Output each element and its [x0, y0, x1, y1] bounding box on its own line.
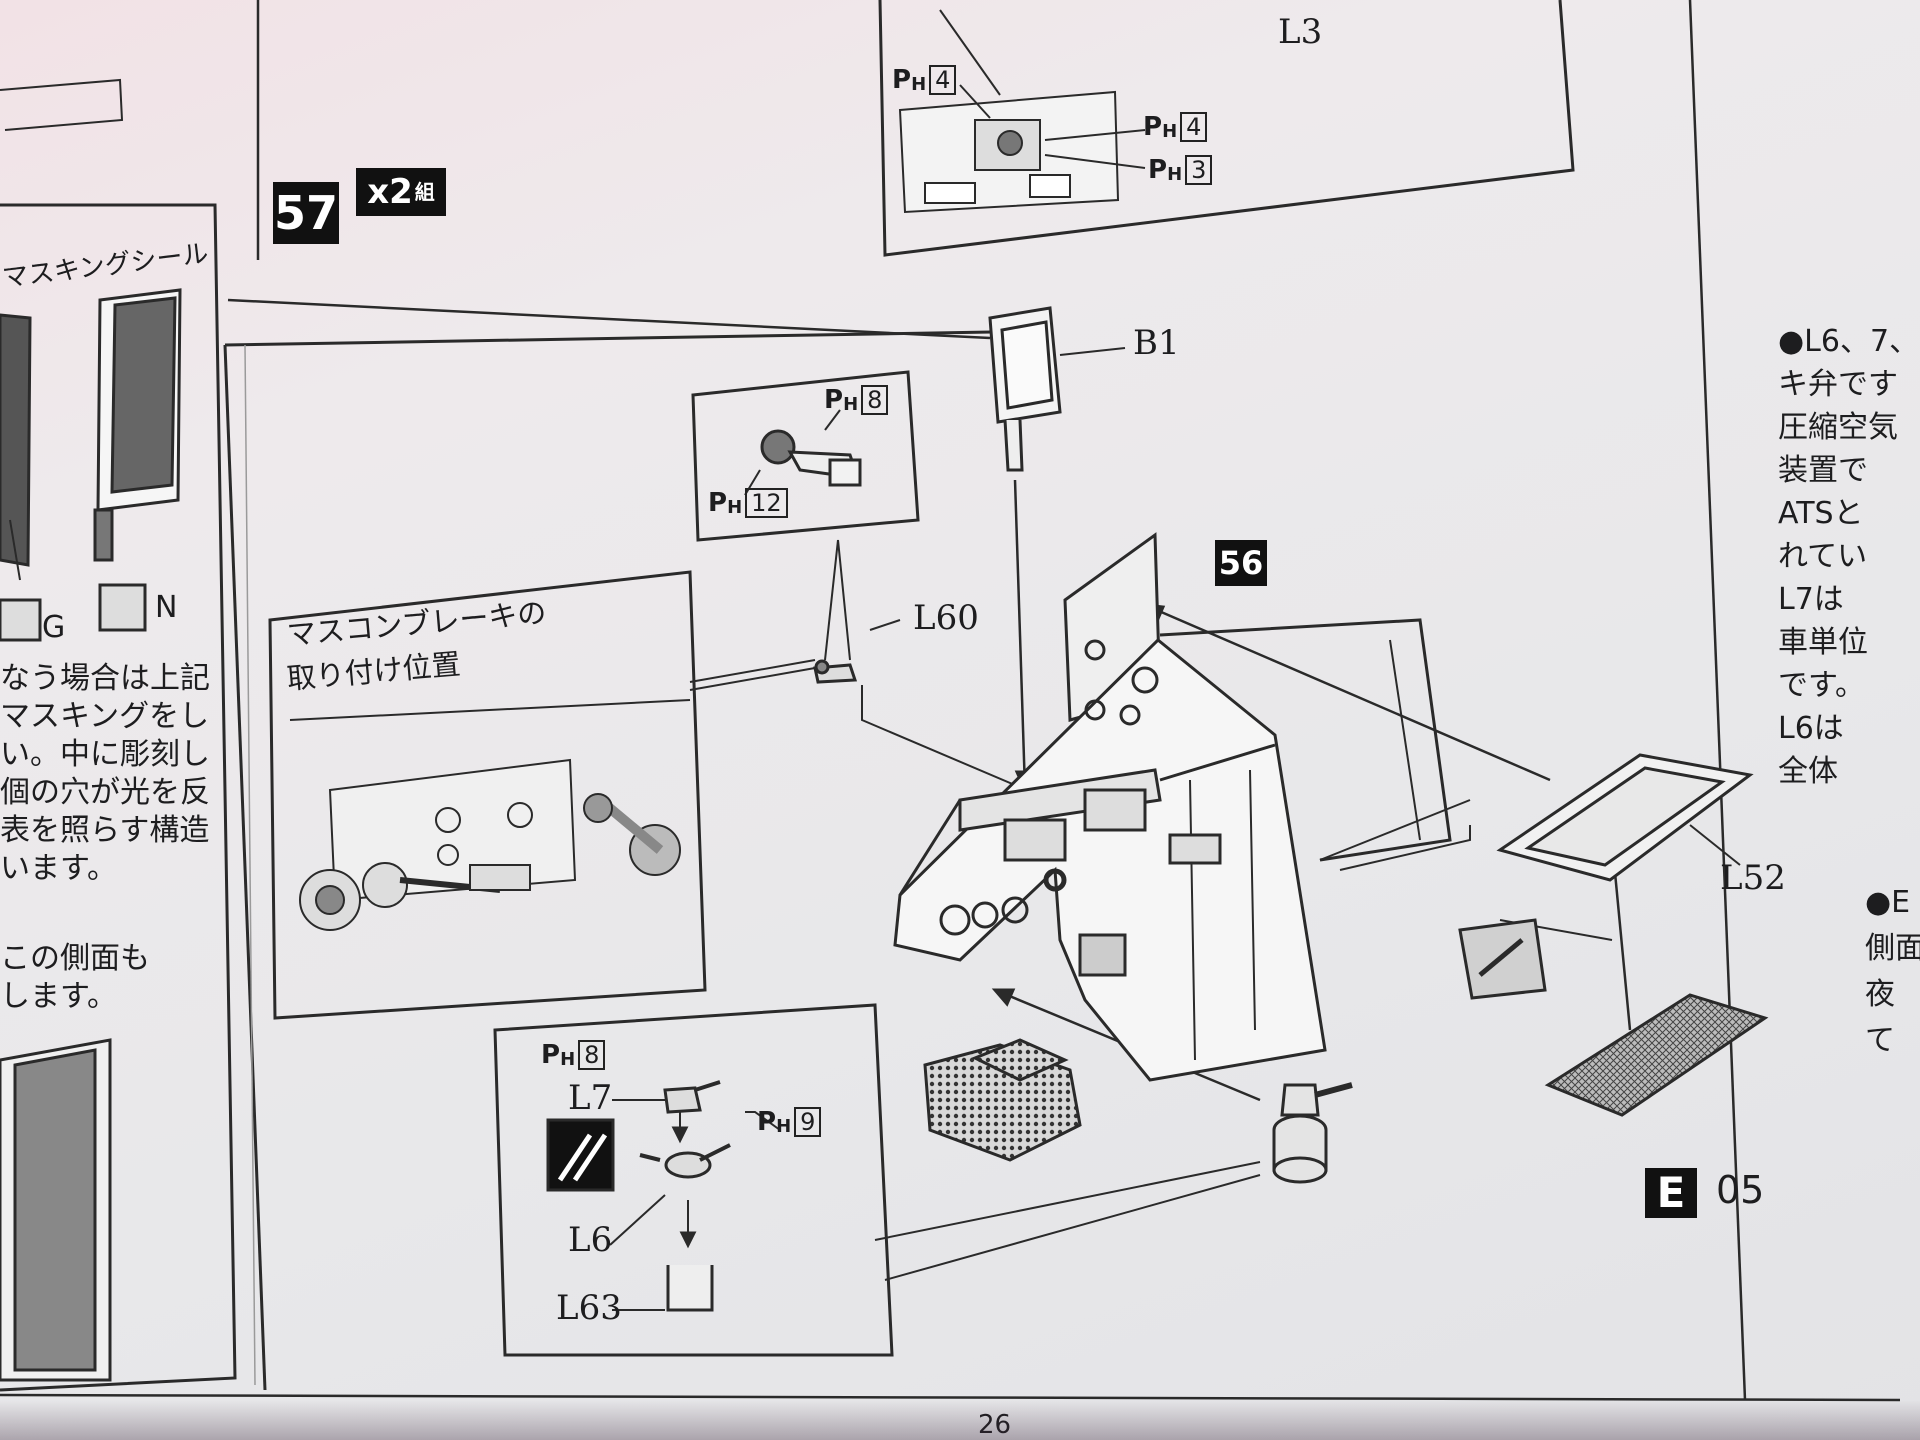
part-label-l52: L52 — [1720, 858, 1786, 898]
right-text-line: ●L6、7、 — [1778, 324, 1920, 359]
right-column-text: ●L6、7、 キ弁です 圧縮空気 装置で ATSと れてい L7は 車単位 です… — [1778, 320, 1919, 793]
step-multiplier-badge: x2 組 — [356, 168, 446, 216]
right-text-line: 全体 — [1778, 754, 1838, 789]
footer-number: 05 — [1716, 1168, 1765, 1212]
right-text-line: れてい — [1778, 539, 1868, 574]
left-text-line: います。 — [0, 851, 117, 886]
step-multiplier: x2 — [367, 172, 413, 212]
left-panel-text-2: この側面も します。 — [0, 940, 150, 1016]
step-number-badge: 57 — [273, 182, 339, 244]
right-text-line: 装置で — [1778, 453, 1868, 488]
right-column-text-2: ●E 側面 夜 て — [1865, 880, 1920, 1064]
part-label-l63: L63 — [556, 1288, 622, 1328]
page-number: 26 — [978, 1410, 1011, 1440]
part-label-l3: L3 — [1278, 12, 1323, 52]
page-shadow — [0, 1400, 1920, 1440]
sticker-label-g: G — [42, 610, 66, 645]
left-text-line: い。中に彫刻し — [0, 737, 210, 772]
left-panel-text: なう場合は上記 マスキングをし い。中に彫刻し 個の穴が光を反 表を照らす構造 … — [0, 660, 210, 888]
right-text-line: L6は — [1778, 711, 1844, 746]
step-unit: 組 — [414, 180, 435, 204]
right-text-line: 側面 — [1865, 931, 1920, 966]
ref-step-badge: 56 — [1215, 540, 1267, 586]
part-label-l60: L60 — [913, 598, 979, 638]
left-text-line: なう場合は上記 — [0, 661, 210, 696]
left-text-line: この側面も — [0, 941, 150, 976]
left-text-line: します。 — [0, 979, 117, 1014]
right-text-line: です。 — [1778, 668, 1865, 703]
right-text-line: キ弁です — [1778, 367, 1898, 402]
left-text-line: 表を照らす構造 — [0, 813, 210, 848]
right-text-line: ●E — [1865, 885, 1911, 920]
left-text-line: マスキングをし — [0, 699, 210, 734]
right-text-line: て — [1865, 1023, 1895, 1058]
sticker-label-n: N — [155, 590, 178, 625]
right-text-line: ATSと — [1778, 496, 1864, 531]
part-label-l7: L7 — [568, 1078, 613, 1118]
part-label-l6: L6 — [568, 1220, 613, 1260]
part-label-b1: B1 — [1133, 323, 1180, 363]
right-text-line: 圧縮空気 — [1778, 410, 1898, 445]
left-text-line: 個の穴が光を反 — [0, 775, 210, 810]
footer-e-badge: E — [1645, 1168, 1697, 1218]
right-text-line: L7は — [1778, 582, 1844, 617]
right-text-line: 夜 — [1865, 977, 1895, 1012]
right-text-line: 車単位 — [1778, 625, 1868, 660]
